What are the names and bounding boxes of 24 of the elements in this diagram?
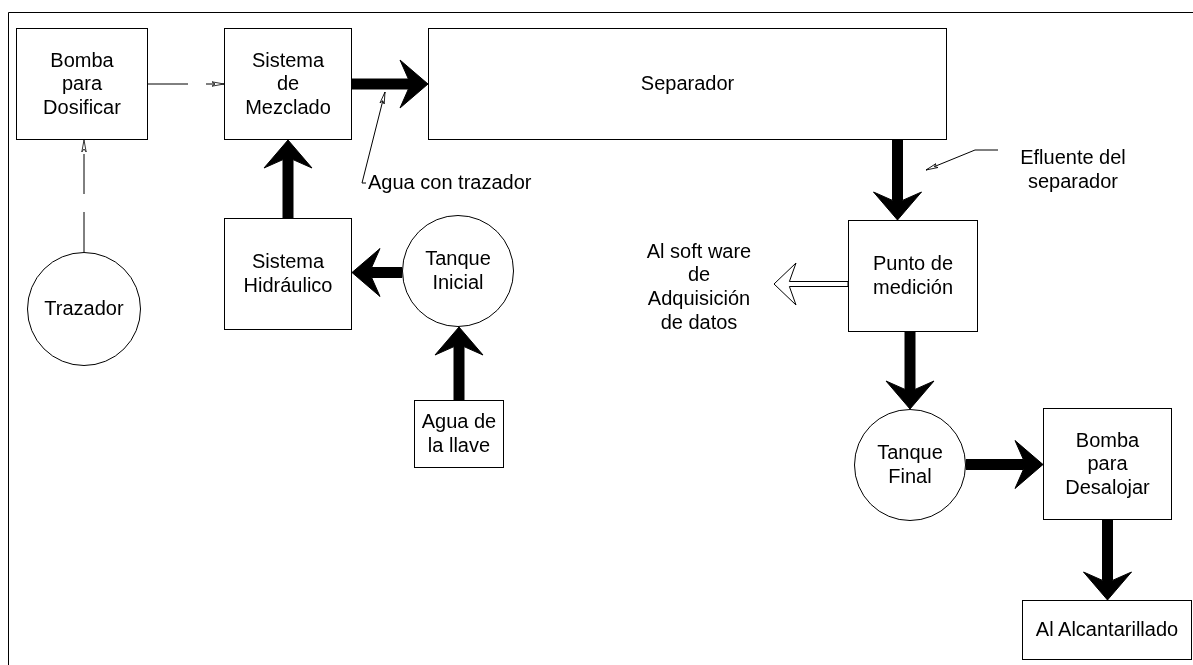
dashed-arrow (147, 81, 225, 87)
tank-circle: Tanque Inicial (402, 215, 514, 327)
tank-circle: Trazador (27, 252, 141, 366)
thick-arrow (1083, 519, 1132, 601)
thick-arrow (434, 326, 484, 401)
thick-arrow (263, 139, 313, 219)
label-text: Agua con trazador (368, 171, 532, 195)
hollow-arrow (773, 262, 849, 306)
label-text: Efluente del separador (1019, 146, 1127, 194)
process-box: Al Alcantarillado (1022, 600, 1192, 660)
process-box: Sistema de Mezclado (224, 28, 352, 140)
process-box: Sistema Hidráulico (224, 218, 352, 330)
thick-arrow (873, 139, 922, 221)
process-box: Bomba para Desalojar (1043, 408, 1172, 520)
process-box: Bomba para Dosificar (16, 28, 148, 140)
process-box: Agua de la llave (414, 400, 504, 468)
label-text: Al soft ware de Adquisición de datos (645, 239, 753, 335)
thick-arrow (351, 248, 403, 297)
thick-arrow (351, 59, 429, 109)
thick-arrow (965, 440, 1044, 489)
tank-circle: Tanque Final (854, 409, 966, 521)
process-box: Punto de medición (848, 220, 978, 332)
thick-arrow (885, 331, 935, 410)
process-box: Separador (428, 28, 947, 140)
